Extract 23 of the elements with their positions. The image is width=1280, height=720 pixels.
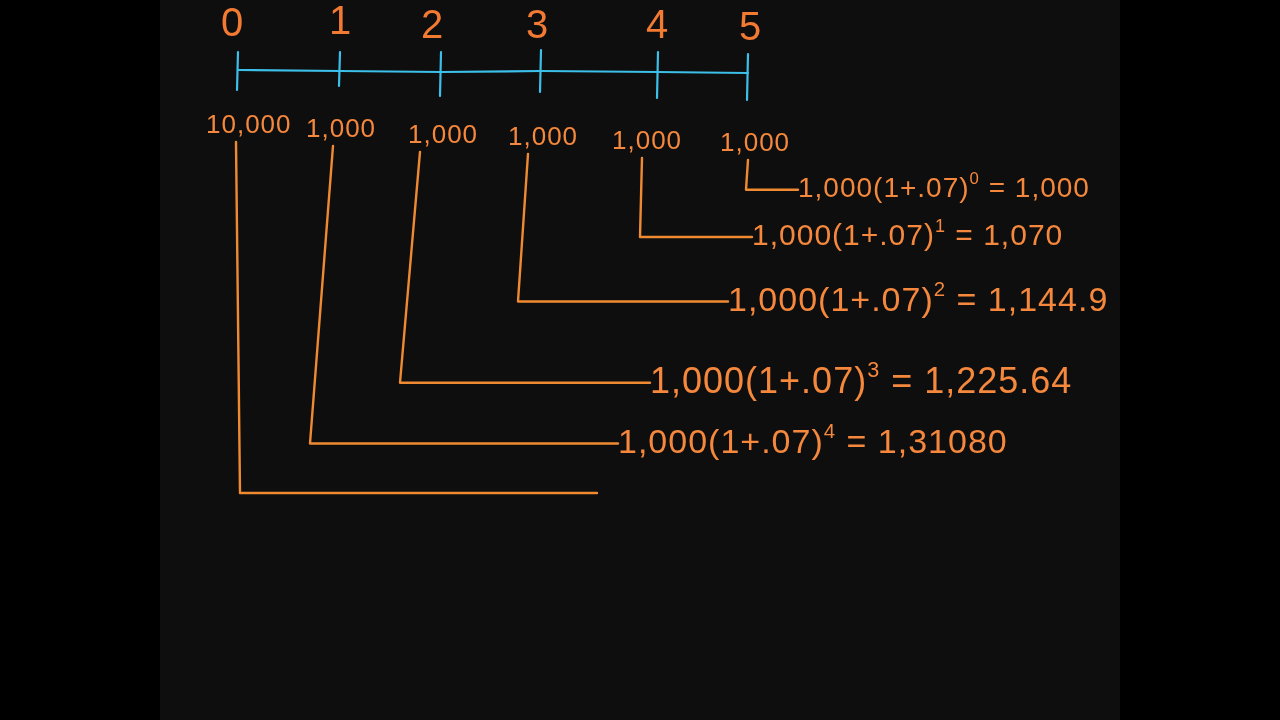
year-label: 4 — [645, 4, 669, 44]
year-label: 2 — [420, 4, 444, 44]
leader-line — [744, 158, 800, 191]
leader-line — [398, 150, 652, 384]
formula-text: 1,000(1+.07)$^{4}$ = 1,31080 — [618, 422, 1008, 462]
leader-line — [516, 152, 730, 303]
cash-flow-amount: 1,000 — [720, 128, 791, 158]
leader-line — [308, 144, 620, 445]
cash-flow-amount: 1,000 — [408, 120, 479, 150]
year-label: 5 — [738, 6, 762, 46]
formula-text: 1,000(1+.07)$^{3}$ = 1,225.64 — [650, 360, 1073, 402]
cash-flow-amount: 1,000 — [508, 122, 579, 152]
formula-text: 1,000(1+.07)$^{1}$ = 1,070 — [752, 218, 1064, 253]
formula-text: 1,000(1+.07)$^{2}$ = 1,144.9 — [728, 280, 1109, 320]
year-label: 0 — [220, 2, 244, 42]
cash-flow-amount: 10,000 — [206, 110, 292, 140]
formula-text: 1,000(1+.07)$^{0}$ = 1,000 — [798, 172, 1090, 205]
year-label: 1 — [328, 0, 352, 40]
leader-line — [638, 156, 754, 239]
cash-flow-amount: 1,000 — [612, 126, 683, 156]
cash-flow-amount: 1,000 — [306, 114, 377, 144]
leader-line — [234, 140, 599, 495]
year-label: 3 — [525, 4, 549, 44]
